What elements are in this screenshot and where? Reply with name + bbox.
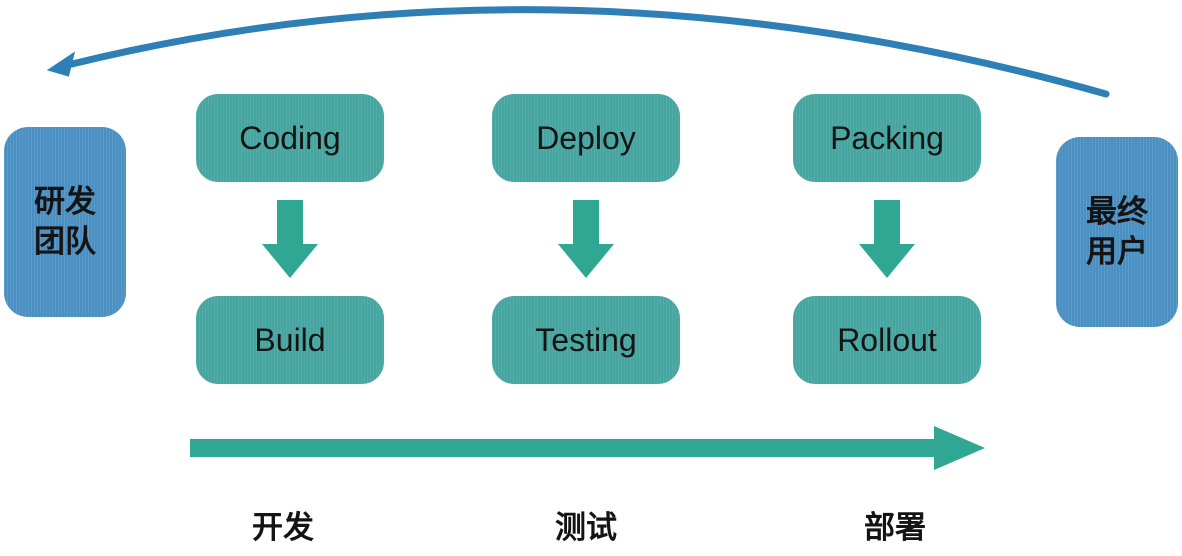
down-arrow-icon (558, 200, 614, 278)
feedback-arrow-curve (68, 6, 1110, 98)
process-box-rollout: Rollout (793, 296, 981, 384)
entity-rd-team: 研发 团队 (4, 127, 126, 317)
down-arrow-icon (262, 200, 318, 278)
entity-end-user-line2: 用户 (1086, 234, 1148, 269)
entity-end-user-line1: 最终 (1086, 193, 1148, 229)
entity-end-user: 最终 用户 (1056, 137, 1178, 327)
entity-rd-team-line2: 团队 (34, 224, 96, 259)
process-box-testing: Testing (492, 296, 680, 384)
stage-label-development: 开发 (252, 510, 314, 545)
process-box-coding: Coding (196, 94, 384, 182)
stage-label-testing: 测试 (555, 510, 617, 545)
process-box-build: Build (196, 296, 384, 384)
down-arrow-icon (859, 200, 915, 278)
process-box-packing: Packing (793, 94, 981, 182)
stage-label-deployment: 部署 (864, 510, 926, 545)
process-arrow (190, 426, 985, 470)
feedback-arrowhead-icon (46, 51, 76, 77)
entity-rd-team-line1: 研发 (34, 183, 96, 219)
process-box-deploy: Deploy (492, 94, 680, 182)
